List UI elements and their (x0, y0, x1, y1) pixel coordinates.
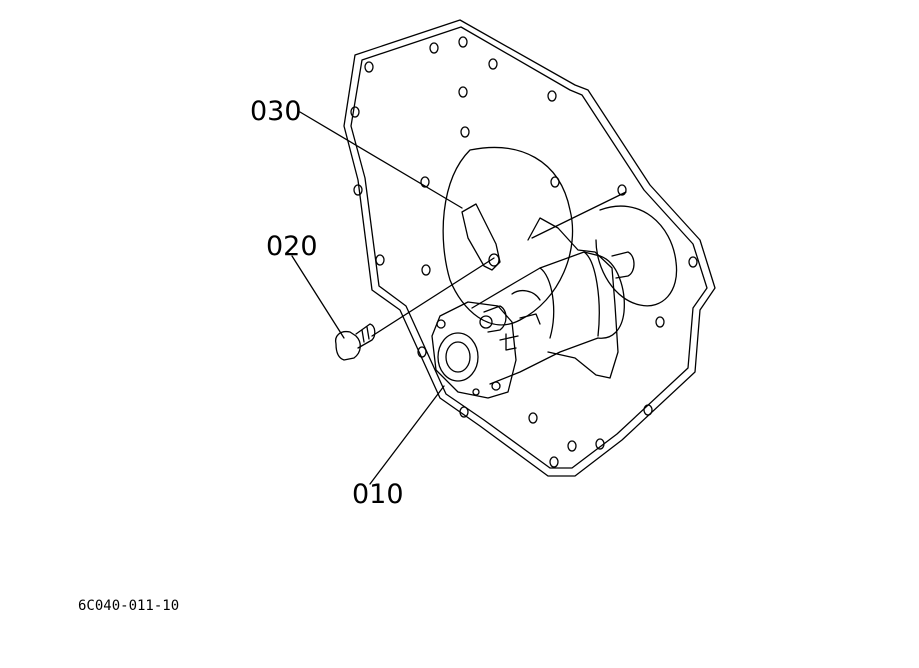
callout-030: 030 (250, 96, 302, 127)
callout-010: 010 (352, 479, 404, 510)
leader-030 (299, 111, 463, 209)
housing-plate (343, 19, 716, 477)
bolt-holes (350, 36, 698, 468)
leader-010 (369, 385, 445, 485)
housing-opening (442, 146, 678, 326)
terminal-cover (461, 203, 501, 271)
leader-lines (291, 111, 463, 485)
drawing-code: 6C040-011-10 (78, 598, 180, 614)
leader-020 (291, 255, 345, 339)
callout-020: 020 (266, 231, 318, 262)
starter-motor (431, 217, 635, 399)
alignment-lines (371, 191, 627, 337)
mounting-bolt (334, 323, 376, 361)
